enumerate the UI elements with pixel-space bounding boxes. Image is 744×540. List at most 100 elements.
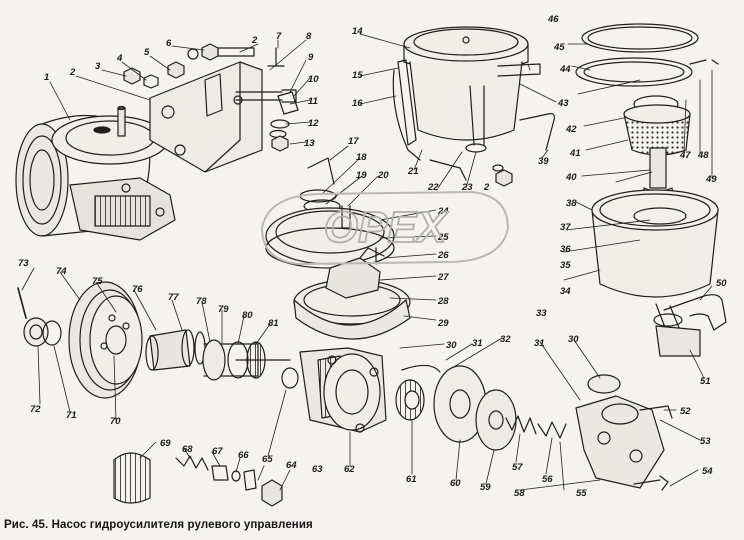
- pulley-assembly: [17, 281, 291, 399]
- callout-58: 58: [514, 488, 525, 499]
- reservoir-upper: [392, 26, 555, 187]
- callout-81: 81: [268, 318, 279, 329]
- callout-20: 20: [377, 170, 389, 181]
- callout-13: 13: [304, 138, 315, 149]
- callout-56: 56: [542, 474, 553, 485]
- callout-23: 23: [461, 182, 473, 193]
- rear-cover: [575, 374, 673, 491]
- callout-16: 16: [352, 98, 363, 109]
- callout-30b: 30: [568, 334, 579, 345]
- figure-caption: Рис. 45. Насос гидроусилителя рулевого у…: [4, 519, 313, 531]
- callout-19: 19: [356, 170, 367, 181]
- callout-54: 54: [702, 466, 713, 477]
- callout-37: 37: [560, 222, 571, 233]
- callout-62: 62: [344, 464, 355, 475]
- callout-28: 28: [437, 296, 449, 307]
- callout-43: 43: [557, 98, 569, 109]
- filter-assembly: [575, 23, 727, 357]
- callout-60: 60: [450, 478, 461, 489]
- callout-63: 63: [312, 464, 323, 475]
- svg-text:OPEX: OPEX: [324, 203, 449, 252]
- callout-31: 31: [472, 338, 483, 349]
- callout-67: 67: [212, 446, 223, 457]
- callout-26: 26: [437, 250, 449, 261]
- callout-79: 79: [218, 304, 229, 315]
- callout-22: 22: [427, 182, 439, 193]
- callout-24: 24: [437, 206, 449, 217]
- callout-45: 45: [553, 42, 565, 53]
- callout-77: 77: [168, 292, 179, 303]
- callout-73: 73: [18, 258, 29, 269]
- callout-25: 25: [437, 232, 449, 243]
- callout-2: 2: [69, 67, 76, 78]
- callout-labels: 1 2 3 4 5 6 2 7 8 9 10 11 12 13 14 15 16…: [18, 14, 727, 499]
- callout-65: 65: [262, 454, 273, 465]
- callout-21: 21: [407, 166, 419, 177]
- callout-4: 4: [116, 53, 123, 64]
- callout-51: 51: [700, 376, 711, 387]
- callout-39: 39: [538, 156, 549, 167]
- pump-body: [281, 347, 517, 451]
- callout-8: 8: [306, 31, 312, 42]
- callout-71: 71: [66, 410, 77, 421]
- callout-49: 49: [705, 174, 717, 185]
- callout-35: 35: [560, 260, 571, 271]
- callout-74: 74: [56, 266, 67, 277]
- callout-36: 36: [560, 244, 571, 255]
- callout-70: 70: [110, 416, 121, 427]
- callout-6: 6: [166, 38, 172, 49]
- callout-18: 18: [356, 152, 367, 163]
- callout-30: 30: [446, 340, 457, 351]
- callout-78: 78: [196, 296, 207, 307]
- callout-7: 7: [276, 31, 282, 42]
- mounting-bracket: [123, 43, 299, 173]
- callout-10: 10: [308, 74, 319, 85]
- callout-14: 14: [352, 26, 363, 37]
- valve-springs: [113, 415, 567, 507]
- callout-41: 41: [569, 148, 581, 159]
- callout-3: 3: [95, 61, 101, 72]
- callout-64: 64: [286, 460, 297, 471]
- leader-lines: [21, 33, 713, 491]
- callout-15: 15: [352, 70, 363, 81]
- callout-53: 53: [700, 436, 711, 447]
- callout-55: 55: [576, 488, 587, 499]
- callout-69: 69: [160, 438, 171, 449]
- callout-17: 17: [348, 136, 359, 147]
- callout-1: 1: [44, 72, 49, 83]
- callout-11: 11: [308, 96, 318, 107]
- callout-32: 32: [500, 334, 511, 345]
- callout-29: 29: [437, 318, 449, 329]
- callout-61: 61: [406, 474, 417, 485]
- callout-38: 38: [566, 198, 577, 209]
- callout-27: 27: [437, 272, 449, 283]
- callout-57: 57: [512, 462, 523, 473]
- callout-48: 48: [697, 150, 709, 161]
- callout-50: 50: [716, 278, 727, 289]
- callout-52: 52: [680, 406, 691, 417]
- callout-47: 47: [679, 150, 691, 161]
- callout-31b: 31: [534, 338, 545, 349]
- callout-66: 66: [238, 450, 249, 461]
- callout-80: 80: [242, 310, 253, 321]
- watermark-logo: OPEX: [260, 190, 510, 266]
- callout-5: 5: [144, 47, 150, 58]
- callout-33: 33: [536, 308, 547, 319]
- callout-42: 42: [565, 124, 577, 135]
- callout-2c: 2: [483, 182, 490, 193]
- callout-44: 44: [559, 64, 571, 75]
- callout-9: 9: [308, 52, 314, 63]
- pump-assembly-1: [15, 105, 176, 241]
- callout-76: 76: [132, 284, 143, 295]
- callout-68: 68: [182, 444, 193, 455]
- callout-72: 72: [30, 404, 41, 415]
- callout-34: 34: [560, 286, 571, 297]
- callout-59: 59: [480, 482, 491, 493]
- callout-75: 75: [92, 276, 103, 287]
- callout-46: 46: [547, 14, 559, 25]
- callout-12: 12: [308, 118, 319, 129]
- callout-2b: 2: [251, 35, 258, 46]
- callout-40: 40: [565, 172, 577, 183]
